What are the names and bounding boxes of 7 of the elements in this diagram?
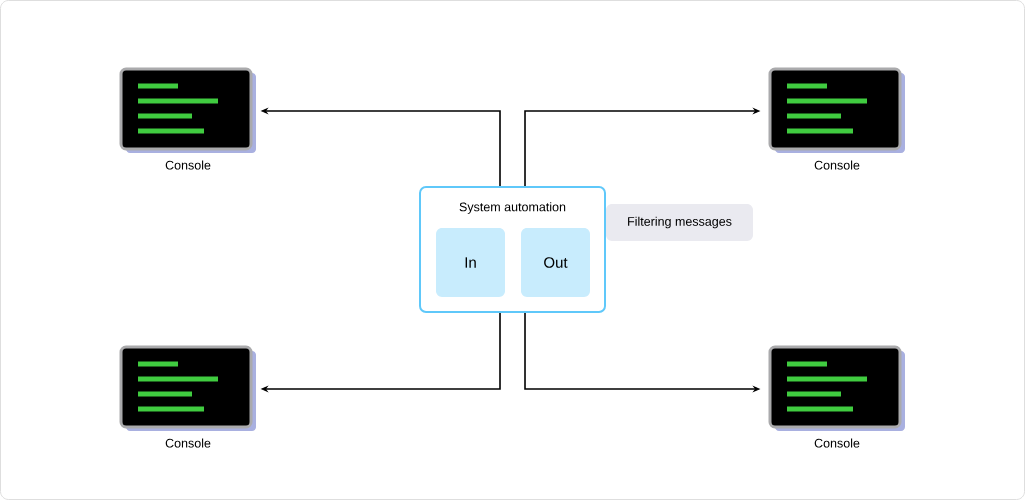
console-label: Console bbox=[165, 160, 211, 170]
note-box: Filtering messages bbox=[606, 204, 753, 241]
console-label: Console bbox=[814, 438, 860, 448]
console-label: Console bbox=[165, 438, 211, 448]
console-label: Console bbox=[814, 160, 860, 170]
process-box: In bbox=[436, 228, 505, 297]
process-box: Out bbox=[521, 228, 590, 297]
